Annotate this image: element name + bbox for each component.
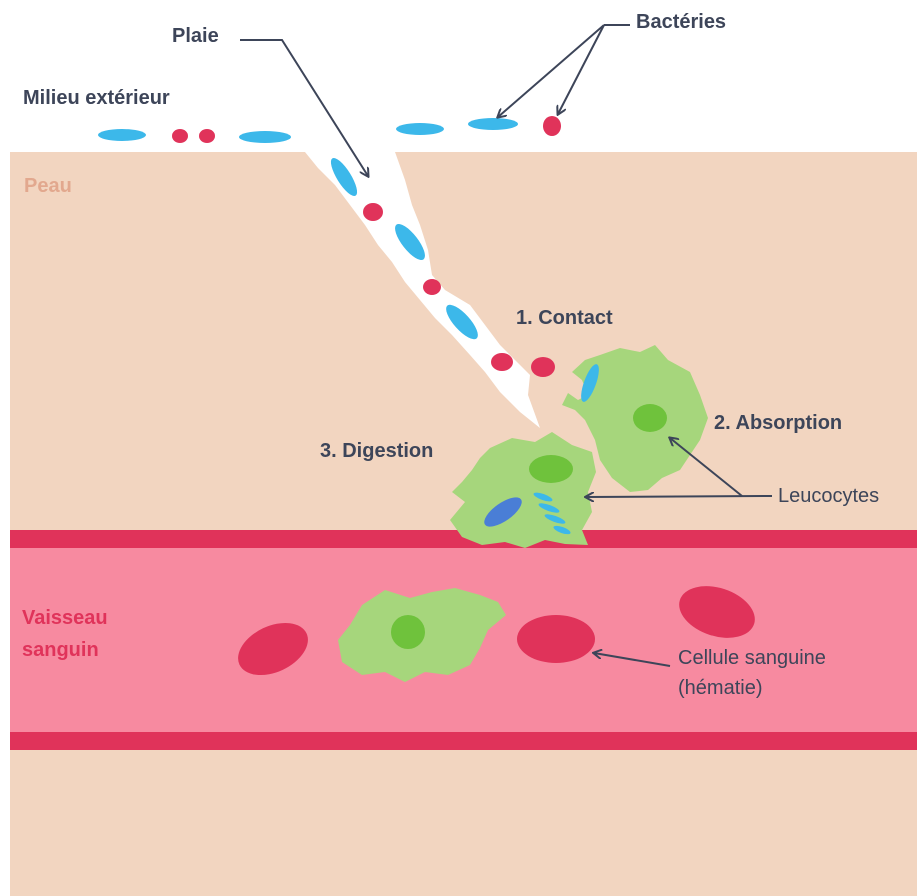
label-contact: 1. Contact (516, 307, 613, 329)
label-leucocytes: Leucocytes (778, 485, 879, 507)
leucocyte-nucleus (633, 404, 667, 432)
bacterium-blue (396, 123, 444, 135)
bacteries-arrow-2 (558, 25, 604, 114)
bacterium-red (491, 353, 513, 371)
vessel-wall-bottom (10, 732, 917, 750)
leucocyte-nucleus (529, 455, 573, 483)
label-plaie: Plaie (172, 25, 219, 47)
bacteries-arrow-1 (498, 25, 604, 117)
label-milieu-exterieur: Milieu extérieur (23, 87, 170, 109)
label-digestion: 3. Digestion (320, 440, 433, 462)
label-cellule-line1: Cellule sanguine (678, 647, 826, 669)
label-cellule-line2: (hématie) (678, 677, 762, 699)
bacterium-red (543, 116, 561, 136)
label-vaisseau-line1: Vaisseau (22, 607, 108, 629)
bacterium-blue (468, 118, 518, 130)
label-bacteries: Bactéries (636, 11, 726, 33)
bacterium-red (199, 129, 215, 143)
label-absorption: 2. Absorption (714, 412, 842, 434)
bacterium-blue (98, 129, 146, 141)
bacterium-red (363, 203, 383, 221)
leucocytes-arrow-1 (586, 496, 772, 497)
bacterium-red (531, 357, 555, 377)
label-vaisseau-line2: sanguin (22, 639, 99, 661)
red-blood-cell (517, 615, 595, 663)
bacterium-red (172, 129, 188, 143)
bacterium-red (423, 279, 441, 295)
label-peau: Peau (24, 175, 72, 197)
bacterium-blue (239, 131, 291, 143)
leucocyte-nucleus (391, 615, 425, 649)
